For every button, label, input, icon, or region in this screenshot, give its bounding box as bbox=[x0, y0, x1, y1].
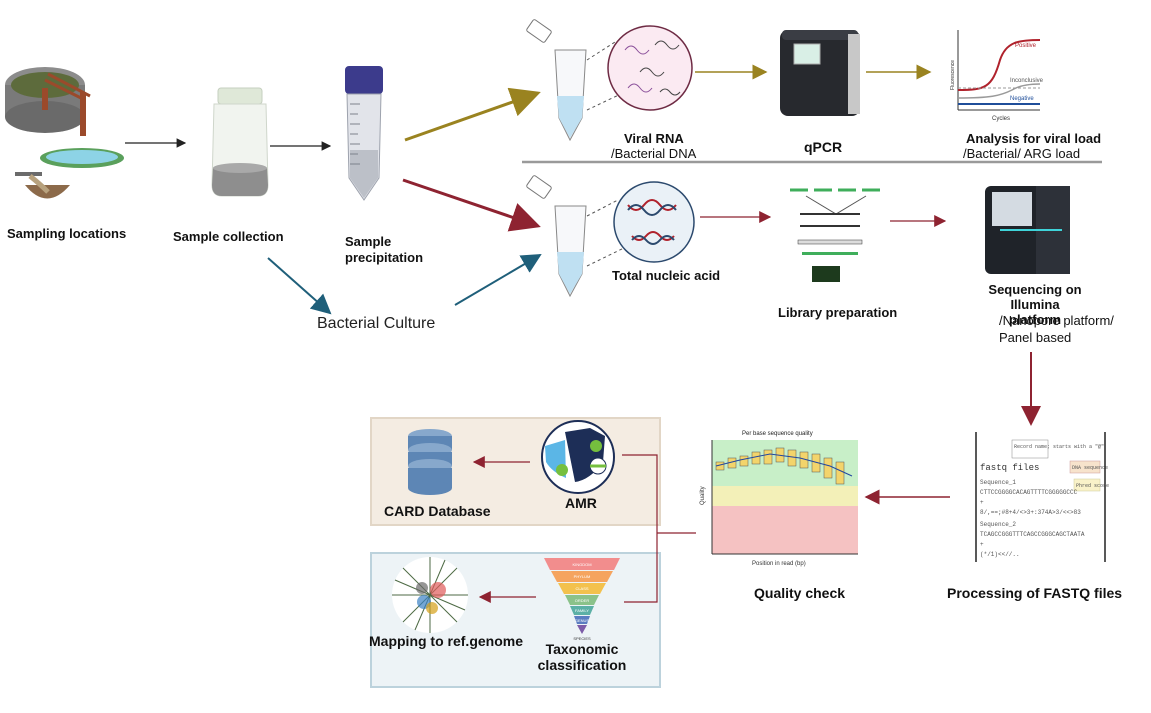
pyramid-level-3: ORDER bbox=[575, 598, 590, 603]
label-sampling-locations: Sampling locations bbox=[7, 226, 127, 241]
quality-check-plot: Per base sequence quality Position in re… bbox=[700, 431, 858, 567]
qpcr-label-inconclusive: Inconclusive bbox=[1010, 78, 1044, 84]
pyramid-level-2: CLASS bbox=[575, 586, 588, 591]
pyramid-level-0: KINGDOM bbox=[572, 562, 591, 567]
fastq-line-1: Sequence_1 bbox=[980, 479, 1016, 486]
qc-ylabel: Quality bbox=[700, 486, 706, 505]
label-viral-rna: Viral RNA bbox=[624, 131, 684, 146]
label-sequencing-alt: /Nanopore platform/ Panel based bbox=[999, 313, 1114, 345]
fastq-note-top: Record name; starts with a "@" bbox=[1014, 444, 1104, 450]
qpcr-xlabel: Cycles bbox=[992, 116, 1010, 122]
nucleic-acid-tube-icon bbox=[526, 175, 629, 298]
label-taxonomic-classification: Taxonomic classification bbox=[537, 641, 627, 673]
sample-jar-icon bbox=[211, 87, 269, 197]
fastq-line-5: Sequence_2 bbox=[980, 521, 1016, 528]
sampling-pond-icon bbox=[15, 148, 124, 199]
fastq-document: Record name; starts with a "@" DNA seque… bbox=[975, 432, 1109, 562]
amr-shield-icon bbox=[541, 420, 615, 494]
nucleic-acid-circle-icon bbox=[613, 181, 695, 263]
label-quality-check: Quality check bbox=[754, 585, 846, 601]
label-analysis-viral-load: Analysis for viral load bbox=[966, 131, 1102, 146]
qpcr-ylabel: Fluorescence bbox=[950, 60, 956, 90]
pyramid-level-5: GENUS bbox=[575, 618, 590, 623]
qc-title: Per base sequence quality bbox=[742, 431, 813, 437]
card-database-icon bbox=[408, 429, 452, 495]
label-processing-fastq: Processing of FASTQ files bbox=[947, 585, 1123, 601]
qpcr-curve-plot: Positive Inconclusive Negative Cycles Fl… bbox=[950, 30, 1044, 122]
fastq-line-7: + bbox=[980, 541, 984, 548]
fastq-line-4: 8/,==;#8+4/<>3+:374A>3/<<>83 bbox=[980, 509, 1081, 516]
viral-rna-circle-icon bbox=[607, 25, 693, 111]
fastq-line-6: TCAGCCGGGTTTCAGCCGGGCAGCTAATA bbox=[980, 531, 1085, 538]
fastq-line-2: CTTCCGGGGCACAGTTTTCGGGGGCCC bbox=[980, 489, 1078, 496]
fastq-line-8: (*/1)<<//.. bbox=[980, 551, 1020, 558]
qpcr-label-negative: Negative bbox=[1010, 96, 1034, 102]
label-qpcr: qPCR bbox=[804, 139, 843, 155]
label-analysis-bacterial-arg: /Bacterial/ ARG load bbox=[963, 146, 1081, 161]
fastq-note-dna: DNA sequence bbox=[1072, 465, 1108, 471]
qpcr-label-positive: Positive bbox=[1015, 43, 1037, 49]
pyramid-level-4: FAMILY bbox=[575, 608, 589, 613]
label-sample-collection: Sample collection bbox=[173, 229, 284, 244]
pyramid-level-1: PHYLUM bbox=[574, 574, 591, 579]
label-bacterial-dna: /Bacterial DNA bbox=[611, 146, 697, 161]
label-mapping-ref-genome: Mapping to ref.genome bbox=[369, 633, 523, 649]
qpcr-machine-icon bbox=[780, 30, 860, 116]
arrow-to-bacterial-culture bbox=[267, 257, 332, 315]
taxonomy-pyramid-icon: KINGDOM PHYLUM CLASS ORDER FAMILY GENUS … bbox=[544, 558, 620, 641]
library-prep-icon bbox=[790, 188, 880, 282]
precipitation-tube-icon bbox=[345, 66, 383, 201]
phylogeny-tree-icon bbox=[392, 557, 468, 633]
arrow-to-total-nucleic-acid bbox=[402, 178, 541, 232]
fastq-line-3: + bbox=[980, 499, 984, 506]
fastq-note-phred: Phred score bbox=[1076, 483, 1109, 489]
arrow-culture-to-tube bbox=[454, 253, 542, 306]
sampling-tank-icon bbox=[5, 67, 91, 136]
fastq-title: fastq files bbox=[980, 463, 1039, 473]
label-bacterial-culture: Bacterial Culture bbox=[317, 315, 436, 332]
label-card-database: CARD Database bbox=[384, 503, 491, 519]
label-library-preparation: Library preparation bbox=[778, 305, 898, 320]
pyramid-level-6: SPECIES bbox=[573, 636, 591, 641]
viral-rna-tube-icon bbox=[526, 19, 626, 142]
label-amr: AMR bbox=[565, 495, 597, 511]
illumina-sequencer-icon bbox=[985, 186, 1070, 274]
arrow-to-viral-rna bbox=[404, 87, 541, 142]
qc-xlabel: Position in read (bp) bbox=[752, 561, 806, 567]
label-total-nucleic-acid: Total nucleic acid bbox=[612, 268, 721, 283]
label-sample-precipitation: Sample precipitation bbox=[345, 234, 424, 265]
label-sequencing-illumina: Sequencing on Illumina platform bbox=[988, 282, 1082, 327]
connector-qc-branches bbox=[622, 454, 658, 603]
